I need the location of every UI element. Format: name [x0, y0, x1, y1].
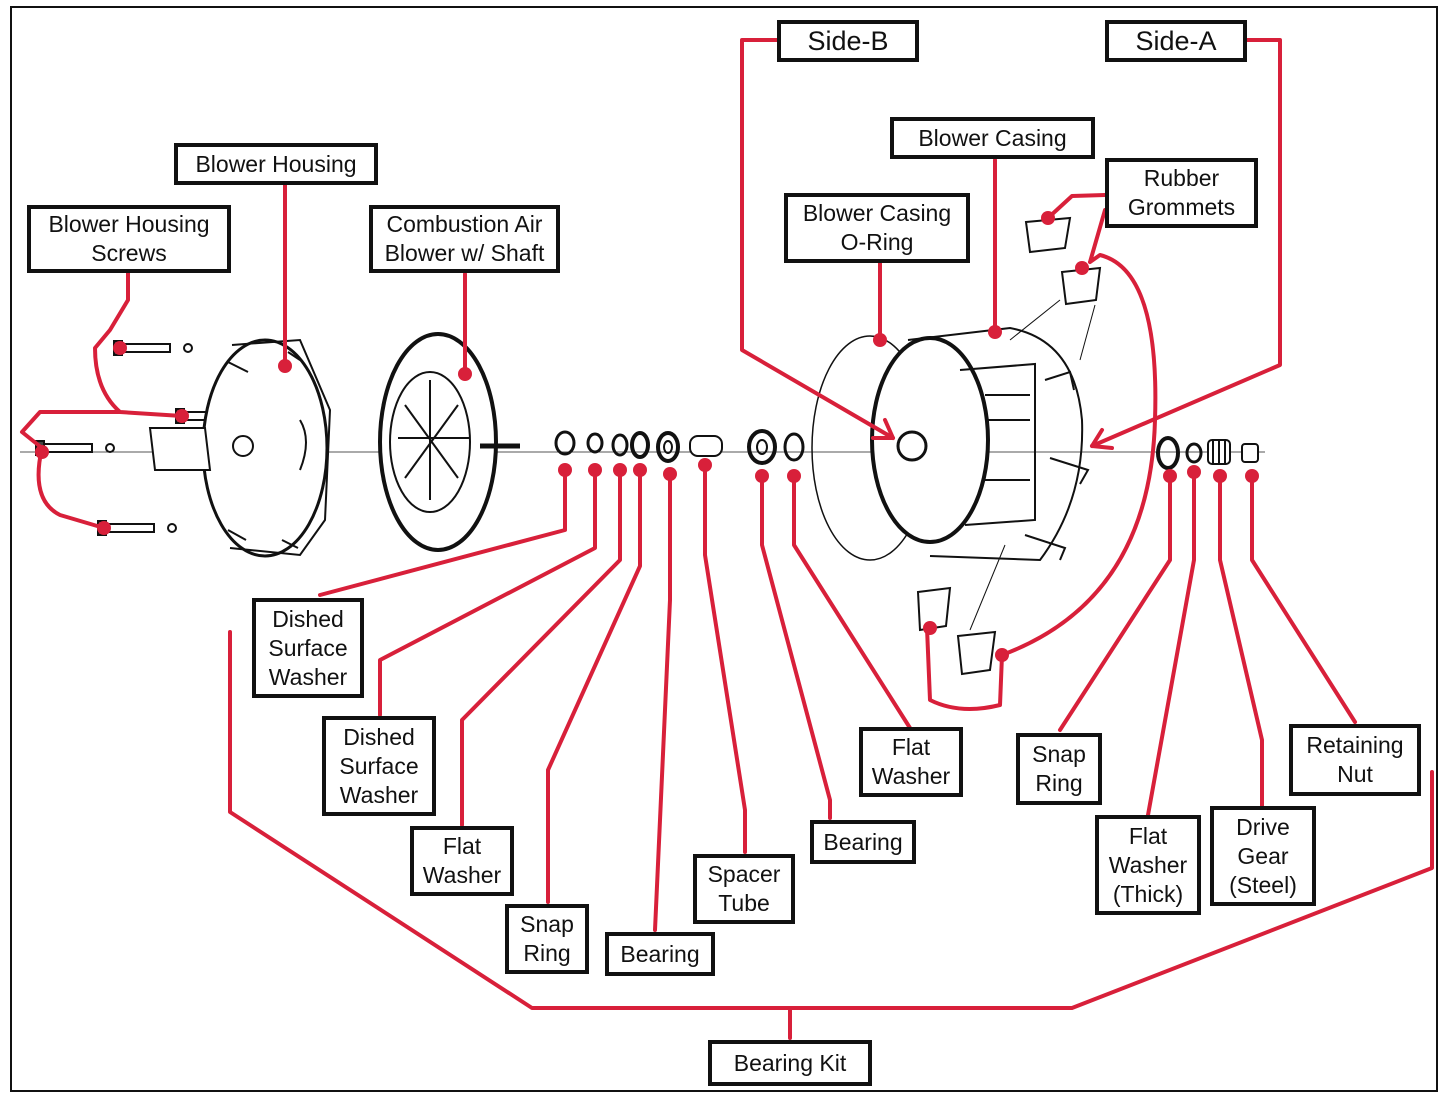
leader-snap-ring-2	[1058, 474, 1172, 732]
label-flat-washer-thick: Flat Washer (Thick)	[1095, 815, 1201, 915]
leader-side-b	[740, 38, 895, 440]
leader-spacer-tube	[703, 460, 747, 854]
diagram-frame	[10, 6, 1438, 1092]
label-flat-washer-1: Flat Washer	[410, 826, 514, 896]
label-bearing-2: Bearing	[810, 820, 916, 864]
label-blower-housing: Blower Housing	[174, 143, 378, 185]
side-a-parts	[1156, 436, 1259, 470]
leader-dished-washer-2	[378, 466, 597, 717]
leader-dots	[35, 211, 1259, 662]
combustion-air-blower	[378, 332, 520, 552]
label-blower-casing: Blower Casing	[890, 117, 1095, 159]
leader-dished-washer-1	[318, 466, 567, 597]
label-dished-washer-1: Dished Surface Washer	[252, 598, 364, 698]
leader-flat-washer-1	[460, 466, 622, 827]
label-spacer-tube: Spacer Tube	[693, 854, 795, 924]
blower-casing	[870, 326, 1090, 562]
leader-bearing-1	[653, 472, 672, 932]
leader-snap-ring-1	[546, 468, 642, 904]
blower-housing	[148, 338, 332, 558]
label-retaining-nut: Retaining Nut	[1289, 724, 1421, 796]
label-snap-ring-1: Snap Ring	[505, 904, 589, 974]
leader-bearing-kit	[228, 630, 1434, 1040]
label-side-b: Side-B	[777, 20, 919, 62]
label-bearing-1: Bearing	[605, 932, 715, 976]
label-flat-washer-2: Flat Washer	[859, 727, 963, 797]
label-side-a: Side-A	[1105, 20, 1247, 62]
label-dished-washer-2: Dished Surface Washer	[322, 716, 436, 816]
label-combustion-air-blower: Combustion Air Blower w/ Shaft	[369, 205, 560, 273]
label-rubber-grommets: Rubber Grommets	[1105, 158, 1258, 228]
label-snap-ring-2: Snap Ring	[1016, 733, 1102, 805]
leader-flat-washer-2	[792, 474, 912, 730]
leader-drive-gear	[1218, 474, 1264, 810]
leader-grommets	[925, 193, 1158, 711]
label-drive-gear: Drive Gear (Steel)	[1210, 806, 1316, 906]
label-bearing-kit: Bearing Kit	[708, 1040, 872, 1086]
leader-side-a-arrow	[1090, 428, 1114, 450]
leader-retaining-nut	[1250, 474, 1357, 724]
rubber-grommets	[916, 216, 1102, 676]
label-blower-housing-screws: Blower Housing Screws	[27, 205, 231, 273]
leader-bearing-2	[760, 474, 832, 820]
label-blower-casing-oring: Blower Casing O-Ring	[784, 193, 970, 263]
leader-side-b-arrow	[871, 418, 895, 440]
leader-housing-screws	[20, 270, 184, 530]
bearing-kit-parts	[554, 429, 805, 465]
leader-side-a	[1090, 38, 1282, 448]
leader-flat-washer-thick	[1146, 468, 1196, 817]
